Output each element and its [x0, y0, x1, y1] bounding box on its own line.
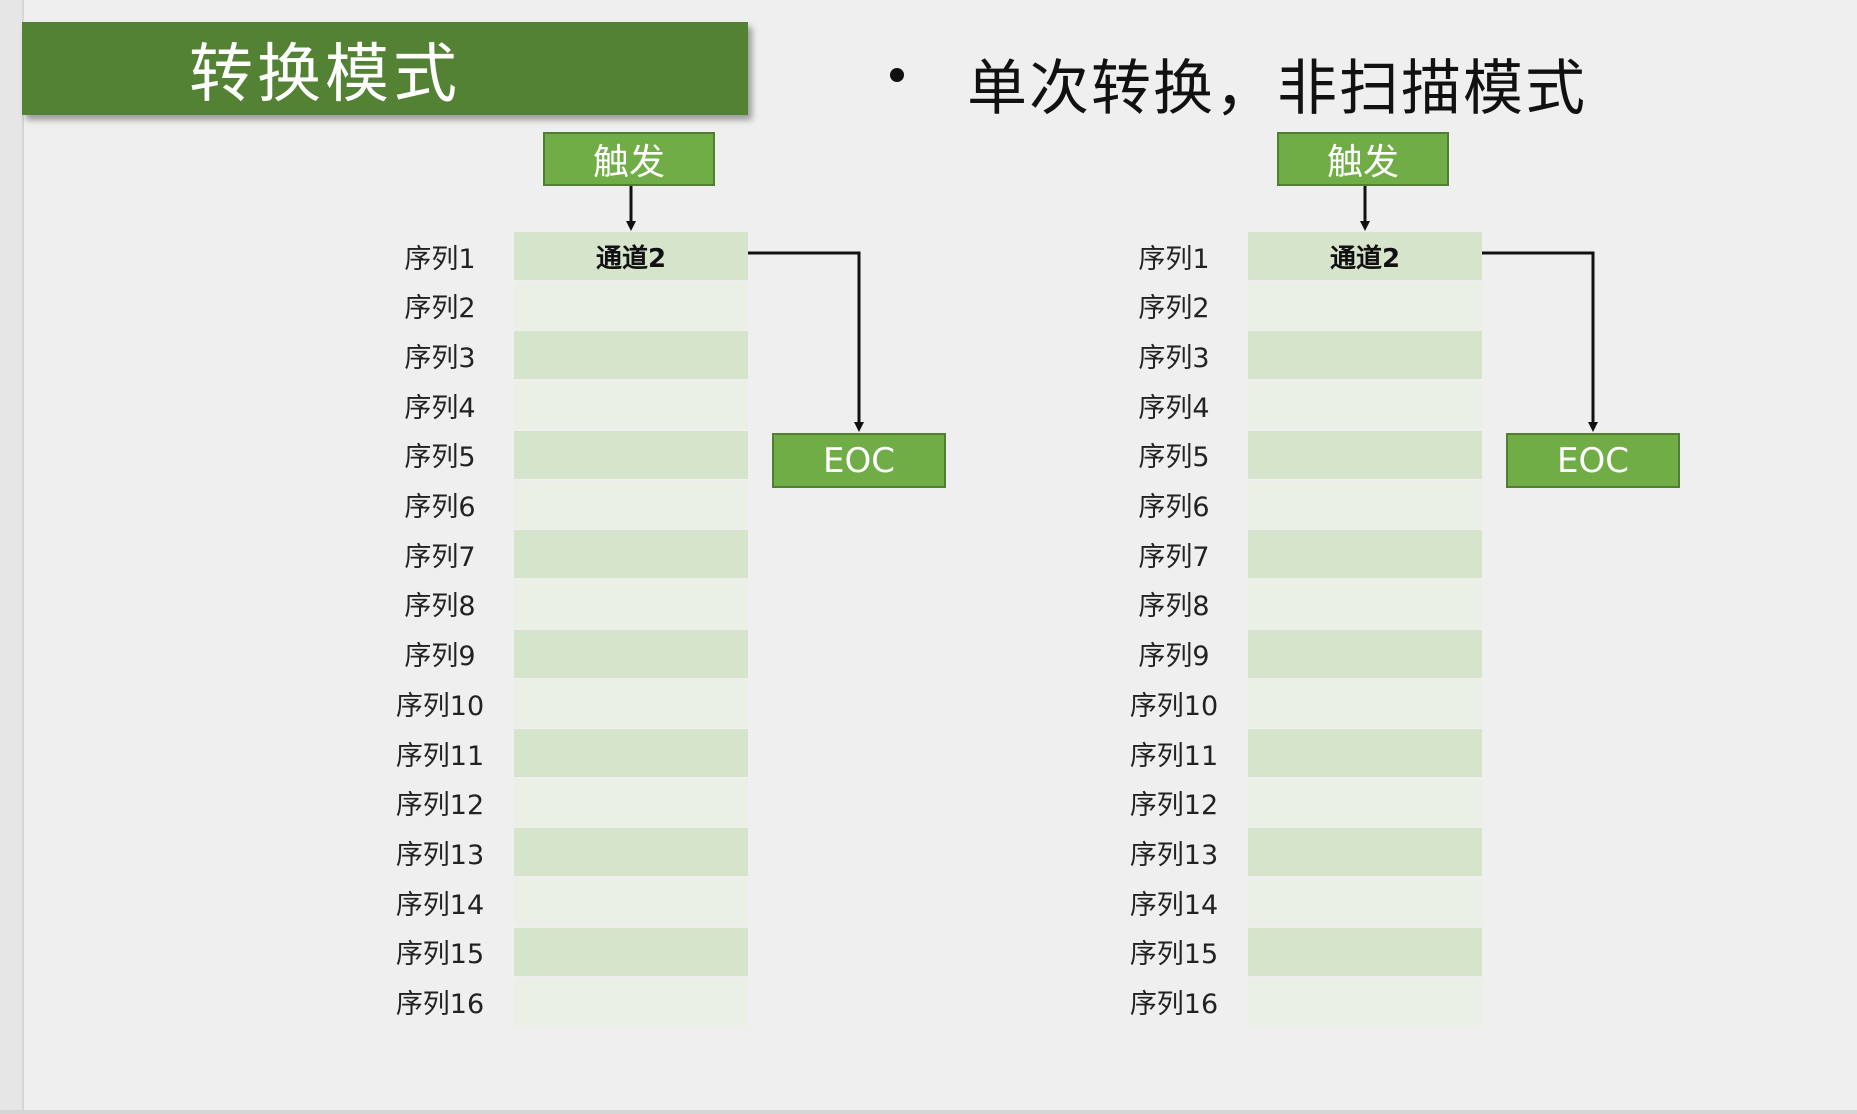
sequence-label: 序列7: [1138, 541, 1210, 573]
sequence-slot: [1248, 679, 1482, 728]
sequence-slot: [1248, 381, 1482, 430]
sequence-label: 序列10: [1129, 690, 1219, 722]
sequence-slot: [1248, 579, 1482, 628]
sequence-label: 序列6: [404, 492, 476, 523]
sequence-slot: [1248, 281, 1482, 330]
sequence-slot: [514, 927, 748, 976]
sequence-slot: [514, 430, 748, 479]
sequence-label: 序列8: [1138, 591, 1210, 623]
sequence-slot: [1248, 629, 1482, 678]
sequence-label: 序列1: [404, 243, 476, 275]
sequence-label: 序列15: [1129, 939, 1219, 971]
mode-heading: 单次转换，非扫描模式: [967, 54, 1587, 124]
sequence-label: 序列12: [1129, 790, 1219, 822]
sequence-label: 序列8: [404, 591, 476, 623]
slide-left-edge: [0, 0, 24, 1114]
eoc-box: EOC: [1506, 433, 1680, 488]
trigger-box: 触发: [543, 132, 715, 186]
sequence-slot: [1248, 828, 1482, 877]
sequence-label: 序列16: [1129, 989, 1219, 1020]
title-banner: [22, 22, 748, 115]
sequence-slot: [514, 480, 748, 529]
sequence-label: 序列13: [1129, 839, 1219, 871]
sequence-slot: [514, 977, 748, 1026]
sequence-slot: [1248, 927, 1482, 976]
diagram-left: 触发序列1 通道2 序列2 序列3 序列4 序列5 序列6 序列7 序列8 序列9 序列10 序列11…: [380, 0, 980, 1114]
sequence-label: 序列4: [1138, 392, 1210, 424]
sequence-label: 序列3: [404, 342, 476, 374]
sequence-slot: [1248, 977, 1482, 1026]
sequence-slot: [1248, 530, 1482, 579]
sequence-label: 序列14: [1129, 889, 1219, 921]
sequence-slot: [514, 828, 748, 877]
bullet-icon: [890, 68, 904, 82]
sequence-slot: [514, 679, 748, 728]
trigger-box: 触发: [1277, 132, 1449, 186]
sequence-slot: [514, 579, 748, 628]
sequence-label: 序列7: [404, 541, 476, 573]
sequence-slot: [514, 381, 748, 430]
sequence-slot: [1248, 480, 1482, 529]
slide-title: 转换模式: [189, 37, 461, 112]
sequence-slot: [514, 331, 748, 380]
sequence-slot: [1248, 778, 1482, 827]
sequence-label: 序列14: [395, 889, 485, 921]
sequence-slot: [514, 629, 748, 678]
sequence-slot: [1248, 878, 1482, 927]
sequence-label: 序列1: [1138, 243, 1210, 275]
sequence-slot: [514, 530, 748, 579]
sequence-slot: [514, 878, 748, 927]
sequence-slot: [514, 729, 748, 777]
sequence-slot: [514, 778, 748, 827]
sequence-slot: [514, 281, 748, 330]
eoc-box: EOC: [772, 433, 946, 488]
sequence-label: 序列10: [395, 690, 485, 722]
connector-arrows: [626, 186, 864, 432]
diagram-right: 触发序列1 通道2 序列2 序列3 序列4 序列5 序列6 序列7 序列8 序列9 序列10 序列11…: [1114, 0, 1714, 1114]
sequence-slot: [1248, 331, 1482, 380]
sequence-label: 序列11: [1129, 740, 1219, 772]
eoc-arrow: [1482, 251, 1598, 432]
sequence-label: 序列16: [395, 989, 485, 1020]
sequence-label: 序列9: [1138, 641, 1210, 673]
sequence-label: 序列13: [395, 839, 485, 871]
sequence-label: 序列9: [404, 641, 476, 673]
sequence-label: 序列11: [395, 740, 485, 772]
sequence-label: 序列4: [404, 392, 476, 424]
sequence-slot: [1248, 430, 1482, 479]
connector-arrows: [1360, 186, 1598, 432]
sequence-label: 序列12: [395, 790, 485, 822]
sequence-label: 序列5: [1138, 442, 1210, 474]
sequence-label: 序列3: [1138, 342, 1210, 374]
sequence-slot: 通道2: [1248, 232, 1482, 280]
sequence-label: 序列5: [404, 442, 476, 474]
sequence-label: 序列2: [1138, 293, 1210, 325]
sequence-label: 序列6: [1138, 492, 1210, 523]
sequence-label: 序列2: [404, 293, 476, 325]
sequence-slot: 通道2: [514, 232, 748, 280]
slide-bottom-edge: [0, 1110, 1857, 1114]
sequence-label: 序列15: [395, 939, 485, 971]
sequence-slot: [1248, 729, 1482, 777]
eoc-arrow: [748, 251, 864, 432]
